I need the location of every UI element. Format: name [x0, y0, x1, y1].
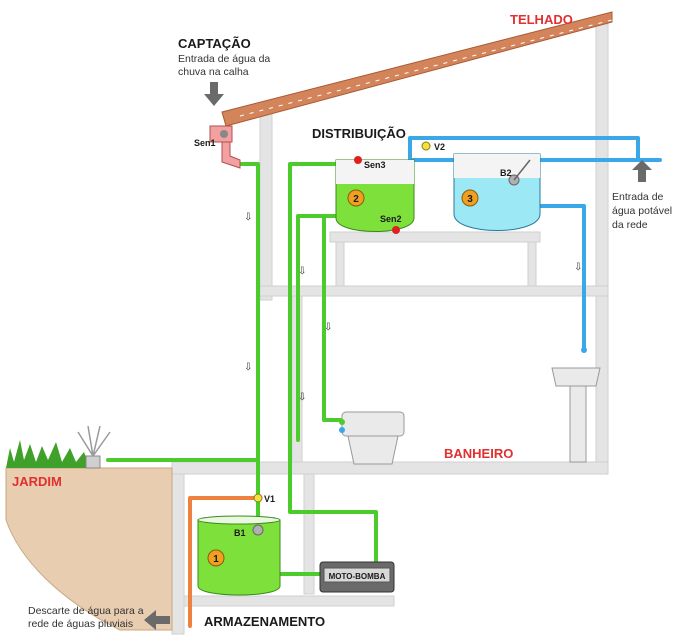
flow-arrow: ⇩	[298, 392, 306, 403]
garden	[6, 426, 172, 630]
entrada-line-1: Entrada de	[612, 191, 664, 203]
captacao-desc-line-2: chuva na calha	[178, 66, 249, 78]
tank-2-number: 2	[353, 194, 359, 205]
tank-3-air	[454, 154, 540, 178]
sensor-sen2	[392, 226, 400, 234]
flow-arrow: ⇩	[298, 266, 306, 277]
tag-sen3: Sen3	[364, 160, 386, 170]
label-distribuicao: DISTRIBUIÇÃO	[312, 126, 406, 141]
pipe-tank3-to-sink	[530, 206, 584, 350]
label-armazenamento: ARMAZENAMENTO	[204, 614, 325, 629]
label-telhado: TELHADO	[510, 12, 573, 27]
motobomba-icon: MOTO-BOMBA	[320, 562, 394, 592]
flow-arrow: ⇩	[324, 322, 332, 333]
captacao-desc-line-1: Entrada de água da	[178, 53, 270, 65]
tag-v1: V1	[264, 494, 275, 504]
wall-basement-left	[172, 474, 184, 634]
arrow-up-icon	[632, 160, 652, 182]
sensor-sen1	[220, 130, 228, 138]
tank-shelf	[330, 232, 540, 242]
toilet-icon	[339, 412, 404, 464]
sink-icon	[552, 347, 600, 462]
tank-3-number: 3	[467, 194, 473, 205]
pipe-tank2-down	[298, 216, 342, 440]
shelf-leg-right	[528, 242, 536, 286]
descarte-line-2: rede de águas pluviais	[28, 618, 133, 630]
entrada-line-2: água potável	[612, 205, 672, 217]
shelf-leg-left	[336, 242, 344, 286]
valve-v2	[422, 142, 430, 150]
tag-v2: V2	[434, 142, 445, 152]
floor-attic	[260, 286, 608, 296]
sensor-sen3	[354, 156, 362, 164]
entrada-line-3: da rede	[612, 219, 648, 231]
flow-arrow: ⇩	[244, 212, 252, 223]
floor-basement	[184, 596, 394, 606]
garden-grass	[6, 440, 90, 468]
descarte-line-1: Descarte de água para a	[28, 605, 144, 617]
arrow-down-icon	[204, 82, 224, 106]
wall-right	[596, 24, 608, 470]
label-captacao: CAPTAÇÃO	[178, 36, 251, 51]
tag-b2: B2	[500, 168, 512, 178]
tag-b1: B1	[234, 528, 246, 538]
label-banheiro: BANHEIRO	[444, 446, 513, 461]
wall-left-upper	[260, 112, 272, 300]
tag-sen1: Sen1	[194, 138, 216, 148]
flow-arrow: ⇩	[574, 262, 582, 273]
valve-v1	[254, 494, 262, 502]
flow-arrow: ⇩	[244, 362, 252, 373]
roof-tiles	[222, 12, 612, 126]
motobomba-label: MOTO-BOMBA	[329, 572, 386, 581]
label-jardim: JARDIM	[12, 474, 62, 489]
tank-1-number: 1	[213, 554, 219, 565]
float-b1	[253, 525, 263, 535]
tank-3: 3	[454, 154, 540, 231]
roof	[222, 12, 612, 126]
tag-sen2: Sen2	[380, 214, 402, 224]
